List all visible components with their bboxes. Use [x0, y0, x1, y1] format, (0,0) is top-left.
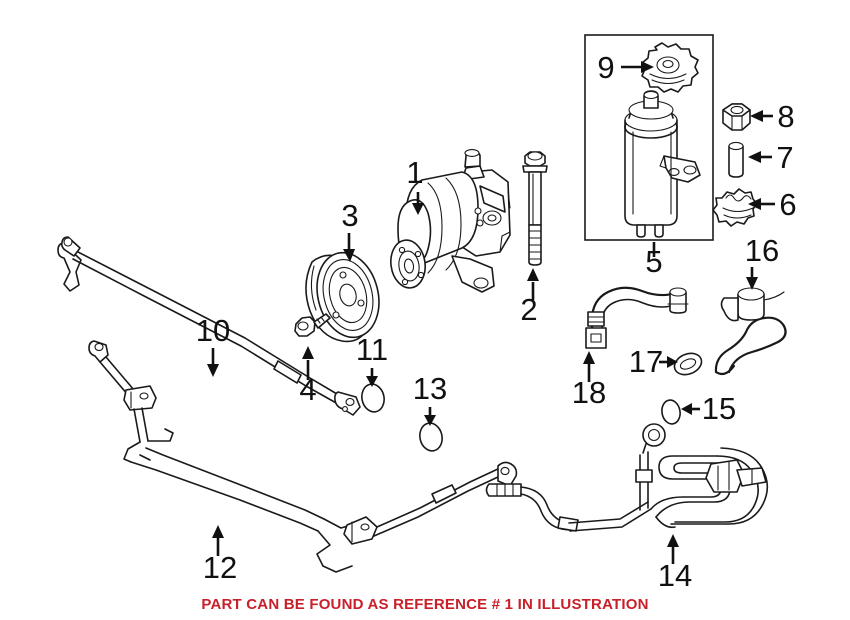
reference-caption: PART CAN BE FOUND AS REFERENCE # 1 IN IL…: [201, 595, 649, 613]
o-ring-13-part: [419, 422, 443, 452]
pump-pulley-part: [305, 251, 380, 343]
callout-label-12: 12: [203, 550, 237, 585]
o-ring-15-part: [661, 399, 681, 425]
o-ring-17-part: [673, 352, 703, 376]
callout-label-16: 16: [745, 233, 779, 268]
reservoir-cap-part: [641, 42, 699, 93]
callout-label-2: 2: [520, 292, 537, 327]
pulley-bolt-part: [294, 313, 331, 337]
callout-label-9: 9: [597, 50, 614, 85]
o-ring-11-part: [361, 383, 385, 413]
pump-mounting-bolt-long-part: [522, 151, 548, 266]
callout-label-13: 13: [413, 371, 447, 406]
reservoir-feed-hose-part: [585, 286, 689, 349]
reservoir-highlight-box: [584, 34, 714, 241]
callout-label-5: 5: [645, 244, 662, 279]
callout-label-4: 4: [299, 372, 316, 407]
power-steering-pump-part: [390, 149, 511, 293]
callout-label-18: 18: [572, 375, 606, 410]
reservoir-hex-nut-part: [722, 103, 751, 131]
callout-label-11: 11: [356, 332, 388, 367]
callout-label-17: 17: [629, 344, 663, 379]
callout-label-14: 14: [658, 558, 692, 593]
power-steering-reservoir-part: [624, 90, 701, 238]
callout-label-10: 10: [196, 313, 230, 348]
reservoir-filter-cap-part: [712, 188, 758, 227]
callout-label-1: 1: [406, 155, 423, 190]
suction-hose-assembly-part: [714, 287, 787, 376]
callout-label-7: 7: [776, 140, 793, 175]
caption-bar: PART CAN BE FOUND AS REFERENCE # 1 IN IL…: [0, 588, 850, 620]
callout-label-3: 3: [341, 198, 358, 233]
callout-labels: 1 2 3 4 5 6 7 8 9 10 11 12 13 14 15 16 1…: [196, 50, 797, 593]
callout-label-6: 6: [779, 187, 796, 222]
pressure-line-lower-left-part: [88, 340, 518, 573]
callout-label-15: 15: [702, 391, 736, 426]
power-steering-cooler-line-part: [485, 423, 769, 532]
reservoir-sleeve-part: [728, 141, 744, 178]
return-hose-upper-part: [57, 236, 361, 416]
callout-label-8: 8: [777, 99, 794, 134]
callout-arrows: [207, 61, 775, 564]
